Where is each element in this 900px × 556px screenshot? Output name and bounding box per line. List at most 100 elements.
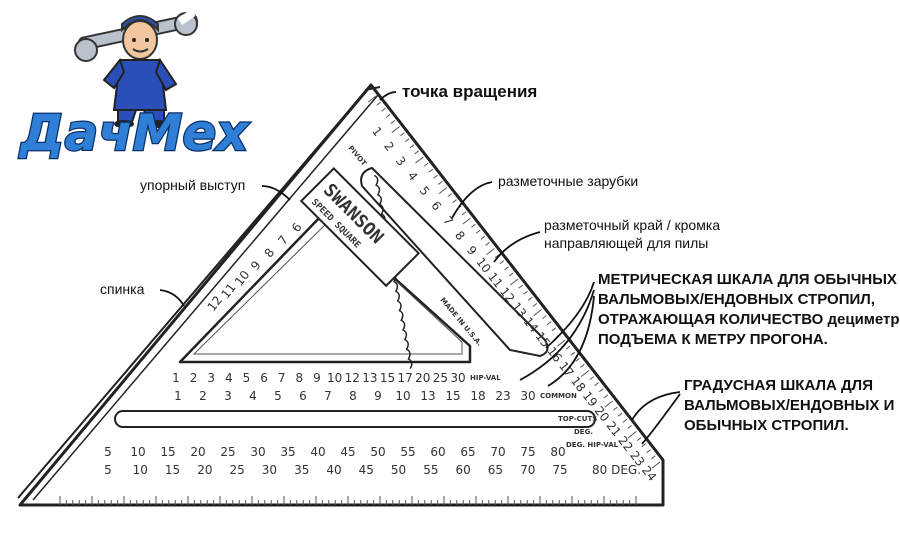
degree-tick-label: 40 xyxy=(310,445,325,459)
edge-tick xyxy=(423,162,429,167)
common-tick-label: 2 xyxy=(199,389,207,403)
common-tick-label: 4 xyxy=(249,389,257,403)
label-notches: разметочные зарубки xyxy=(498,173,638,189)
edge-tick xyxy=(486,248,495,255)
edge-tick xyxy=(617,412,623,417)
hip-val-tick-label: 17 xyxy=(397,371,412,385)
common-tick-label: 30 xyxy=(520,389,535,403)
degree-tick-label: 25 xyxy=(220,445,235,459)
edge-tick xyxy=(385,113,391,118)
edge-tick xyxy=(509,272,514,277)
edge-tick xyxy=(367,95,377,103)
common-tick-label: 8 xyxy=(349,389,357,403)
degree-tick-label: 5 xyxy=(104,445,112,459)
edge-tick xyxy=(381,107,386,112)
edge-tick xyxy=(499,260,505,265)
edge-tick xyxy=(613,406,618,411)
label-degree-line1: ГРАДУСНАЯ ШКАЛА ДЛЯ xyxy=(684,377,873,394)
edge-tick xyxy=(646,449,651,454)
common-tick-label: 13 xyxy=(420,389,435,403)
edge-tick xyxy=(546,321,552,326)
edge-tick xyxy=(580,370,590,377)
deg-label: DEG. xyxy=(574,428,593,436)
edge-tick xyxy=(494,254,500,259)
label-stop-lip: упорный выступ xyxy=(140,177,245,193)
edge-tick xyxy=(452,199,457,204)
degree-tick-label: 50 xyxy=(370,445,385,459)
degree-tick-label: 45 xyxy=(359,463,374,477)
hip-val-tick-label: 15 xyxy=(380,371,395,385)
degree-tick-label: 20 xyxy=(190,445,205,459)
edge-tick xyxy=(565,345,571,350)
edge-tick xyxy=(598,388,604,393)
hip-val-tick-label: 2 xyxy=(190,371,198,385)
mascot-icon xyxy=(74,9,199,128)
edge-tick xyxy=(636,437,642,442)
label-back: спинка xyxy=(100,281,145,297)
degree-tick-label: 60 xyxy=(456,463,471,477)
degree-tick-label: 15 xyxy=(165,463,180,477)
edge-tick xyxy=(603,394,609,399)
edge-tick xyxy=(627,425,632,429)
edge-tick xyxy=(551,327,557,332)
edge-tick xyxy=(391,126,400,133)
common-tick-label: 23 xyxy=(495,389,510,403)
hip-val-tick-label: 20 xyxy=(415,371,430,385)
common-tick-label: 3 xyxy=(224,389,232,403)
degree-tick-label: 70 xyxy=(520,463,535,477)
label-edge-line1: разметочный край / кромка xyxy=(544,217,720,233)
edge-tick xyxy=(518,284,524,289)
edge-tick xyxy=(604,400,613,408)
inner-cutout xyxy=(178,212,472,364)
degree-tick-label: 10 xyxy=(133,463,148,477)
edge-tick xyxy=(628,431,637,438)
label-metric-line3: ОТРАЖАЮЩАЯ КОЛИЧЕСТВО дециметров xyxy=(598,311,900,328)
notch-slot xyxy=(360,166,549,358)
edge-tick xyxy=(485,242,490,246)
edge-tick xyxy=(480,235,486,240)
speed-square: SWANSON SPEED SQUARE PIVOT MADE IN U.S.A… xyxy=(17,83,665,507)
edge-tick xyxy=(651,461,661,469)
edge-tick xyxy=(447,193,453,198)
edge-tick xyxy=(438,181,443,185)
label-pivot-point: точка вращения xyxy=(402,82,537,101)
common-tick-label: 9 xyxy=(374,389,382,403)
edge-tick xyxy=(475,229,481,234)
bottom-slot xyxy=(114,410,596,428)
edge-tick xyxy=(533,309,542,316)
degree-tick-label: 15 xyxy=(160,445,175,459)
edge-tick xyxy=(651,455,656,460)
edge-tick xyxy=(438,187,448,194)
degree-tick-label: 35 xyxy=(280,445,295,459)
hip-val-tick-label: 1 xyxy=(172,371,180,385)
degree-tick-label: 5 xyxy=(104,463,112,477)
edge-tick xyxy=(622,418,628,423)
edge-tick xyxy=(433,174,438,179)
common-label: COMMON xyxy=(540,392,577,400)
common-tick-label: 1 xyxy=(174,389,182,403)
edge-tick xyxy=(589,376,595,381)
hip-val-label: HIP-VAL xyxy=(470,374,501,382)
degree-tick-label: 55 xyxy=(423,463,438,477)
hip-val-tick-label: 10 xyxy=(327,371,342,385)
degree-tick-label: 75 xyxy=(520,445,535,459)
edge-tick xyxy=(575,357,580,362)
label-degree-line2: ВАЛЬМОВЫХ/ЕНДОВНЫХ И xyxy=(684,397,894,414)
degree-tick-label: 50 xyxy=(391,463,406,477)
hip-val-tick-label: 8 xyxy=(296,371,304,385)
degree-tick-label: 65 xyxy=(460,445,475,459)
label-degree-line3: ОБЫЧНЫХ СТРОПИЛ. xyxy=(684,417,849,434)
edge-tick xyxy=(527,296,533,301)
edge-tick xyxy=(400,132,405,137)
hip-val-tick-label: 6 xyxy=(260,371,268,385)
edge-tick xyxy=(428,168,434,173)
hip-val-tick-label: 30 xyxy=(450,371,465,385)
hip-val-tick-label: 12 xyxy=(345,371,360,385)
logo-text: ДачМех xyxy=(18,104,250,162)
hip-val-tick-label: 4 xyxy=(225,371,233,385)
